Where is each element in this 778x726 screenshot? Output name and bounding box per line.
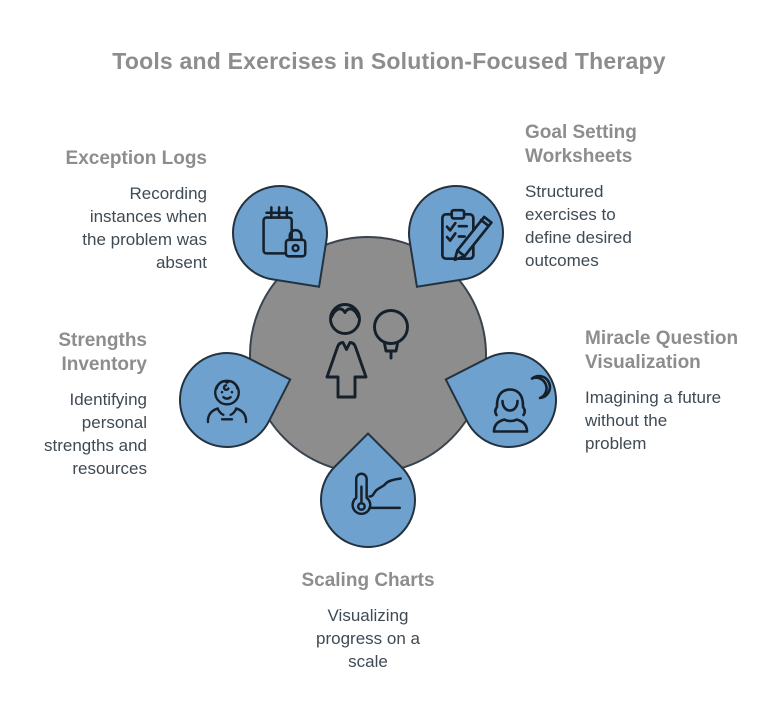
- clipboard-pencil-icon: [429, 203, 495, 269]
- section-miracle-question-visualization: Miracle Question Visualization Imagining…: [585, 327, 760, 455]
- section-title: Scaling Charts: [301, 570, 435, 591]
- section-description: Structured exercises to define desired o…: [525, 182, 632, 270]
- notepad-lock-icon: [251, 204, 313, 266]
- section-exception-logs: Exception Logs Recording instances when …: [57, 147, 207, 274]
- section-strengths-inventory: Strengths Inventory Identifying personal…: [27, 329, 147, 480]
- thermometer-chart-icon: [340, 470, 416, 523]
- section-title: Strengths Inventory: [58, 330, 147, 375]
- person-moon-icon: [483, 374, 555, 436]
- person-flexing-icon: [198, 374, 256, 432]
- section-description: Visualizing progress on a scale: [316, 606, 420, 671]
- section-goal-setting-worksheets: Goal Setting Worksheets Structured exerc…: [525, 121, 675, 272]
- page-title: Tools and Exercises in Solution-Focused …: [112, 48, 666, 74]
- section-description: Recording instances when the problem was…: [82, 184, 207, 272]
- section-title: Goal Setting Worksheets: [525, 122, 637, 167]
- section-description: Identifying personal strengths and resou…: [43, 390, 147, 478]
- section-title: Exception Logs: [65, 148, 207, 169]
- section-description: Imagining a future without the problem: [585, 388, 722, 453]
- section-title: Miracle Question Visualization: [585, 328, 739, 373]
- section-scaling-charts: Scaling Charts Visualizing progress on a…: [268, 569, 468, 673]
- person-lightbulb-icon: [318, 297, 414, 403]
